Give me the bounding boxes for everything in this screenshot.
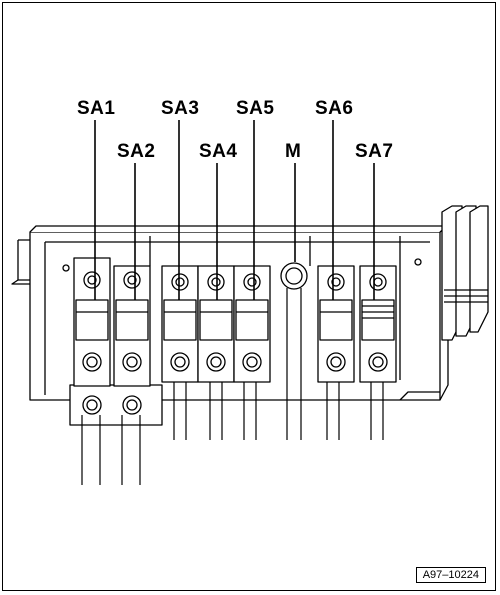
fuse-sa7 xyxy=(359,265,397,383)
label-sa4: SA4 xyxy=(199,141,238,162)
ground-terminal-m xyxy=(280,262,308,290)
figure-reference: A97–10224 xyxy=(415,567,486,583)
fuse-sa4 xyxy=(197,265,235,383)
fuse-sa5 xyxy=(233,265,271,383)
label-sa6: SA6 xyxy=(315,98,354,119)
fuse-sa6 xyxy=(317,265,355,383)
figure-frame xyxy=(2,2,496,591)
fuse-sa2 xyxy=(113,265,151,387)
label-sa1: SA1 xyxy=(77,98,116,119)
label-sa5: SA5 xyxy=(236,98,275,119)
leader-lines xyxy=(94,120,375,300)
mounting-bracket xyxy=(69,384,163,426)
fuse-sa3 xyxy=(161,265,199,383)
label-m: M xyxy=(285,141,302,162)
housing-details xyxy=(62,236,422,380)
side-connector xyxy=(441,205,489,341)
label-sa2: SA2 xyxy=(117,141,156,162)
label-sa3: SA3 xyxy=(161,98,200,119)
fuse-sa1 xyxy=(73,257,111,387)
label-sa7: SA7 xyxy=(355,141,394,162)
